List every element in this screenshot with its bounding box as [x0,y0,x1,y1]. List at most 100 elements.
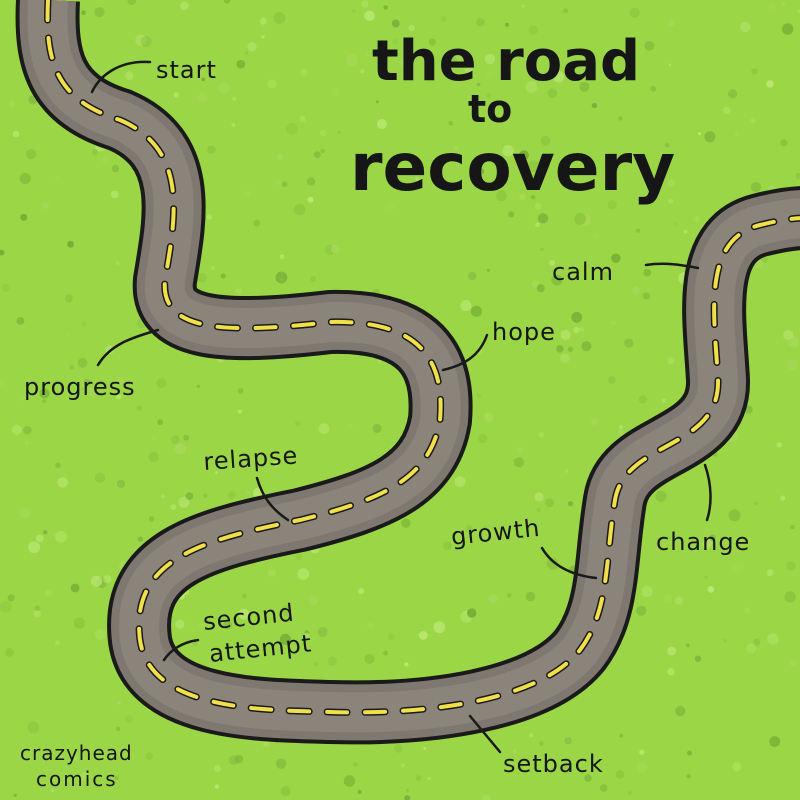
grass-speckle [464,63,473,73]
grass-speckle [484,412,494,422]
grass-speckle [320,148,325,154]
grass-speckle [470,305,482,317]
grass-speckle [507,593,512,598]
grass-speckle [513,457,525,468]
grass-speckle [27,721,40,734]
grass-speckle [196,384,201,389]
grass-speckle [404,795,411,800]
grass-speckle [639,749,645,755]
grass-speckle [740,21,751,33]
title-line-1: the road [372,29,640,94]
grass-speckle [285,122,298,135]
grass-speckle [0,380,6,387]
grass-speckle [267,79,277,89]
grass-speckle [496,190,507,202]
grass-speckle [375,100,379,104]
grass-speckle [125,71,134,81]
grass-speckle [540,247,544,252]
grass-speckle [584,774,592,782]
grass-speckle [600,271,610,281]
grass-speckle [505,22,509,27]
grass-speckle [615,770,625,779]
grass-speckle [525,58,529,61]
grass-speckle [632,286,640,294]
grass-speckle [667,668,675,676]
grass-speckle [428,38,436,46]
grass-speckle [364,653,375,664]
grass-speckle [313,151,321,159]
grass-speckle [306,177,316,186]
grass-speckle [19,172,31,185]
grass-speckle [215,471,219,475]
winding-road [15,0,800,745]
grass-speckle [116,479,126,488]
grass-speckle [94,7,105,18]
grass-speckle [73,617,86,629]
grass-speckle [383,650,388,656]
title-line-2: to [468,87,512,131]
grass-speckle [535,222,540,227]
grass-speckle [276,179,283,186]
grass-speckle [662,398,667,403]
grass-speckle [448,56,458,66]
grass-speckle [546,557,559,570]
grass-speckle [388,633,395,640]
grass-speckle [440,16,447,23]
grass-speckle [1,283,10,292]
grass-speckle [404,662,409,667]
label-hope: hope [492,318,556,346]
grass-speckle [227,491,236,500]
grass-speckle [751,68,758,75]
grass-speckle [476,18,485,27]
grass-speckle [214,765,221,772]
grass-speckle [617,429,624,436]
grass-speckle [70,583,80,593]
grass-speckle [732,762,742,772]
lane-dashes-fill [45,0,800,715]
grass-speckle [539,741,544,746]
title-line-3: recovery [350,129,675,206]
grass-speckle [0,601,12,613]
grass-speckle [8,101,15,107]
grass-speckle [116,726,121,731]
grass-speckle [261,34,265,39]
grass-speckle [171,435,180,445]
grass-speckle [783,329,794,341]
grass-speckle [318,423,330,434]
grass-speckle [619,733,624,738]
grass-speckle [685,643,690,648]
grass-speckle [279,633,291,646]
grass-speckle [20,213,28,221]
grass-speckle [525,81,538,93]
grass-speckle [365,51,372,58]
grass-speckle [19,507,31,519]
grass-speckle [203,493,208,498]
grass-speckle [135,34,147,46]
grass-speckle [704,131,716,143]
grass-speckle [723,106,731,115]
grass-speckle [364,10,375,22]
grass-speckle [295,420,301,427]
grass-speckle [667,179,676,187]
grass-speckle [528,25,538,35]
grass-speckle [746,643,757,654]
grass-speckle [693,216,700,223]
grass-speckle [5,648,14,657]
grass-speckle [579,81,590,92]
grass-speckle [259,17,267,25]
grass-speckle [675,706,686,717]
grass-speckle [115,394,122,400]
grass-speckle [728,509,741,522]
grass-speckle [641,586,653,598]
grass-speckle [405,788,410,792]
grass-speckle [727,89,738,99]
grass-speckle [67,240,74,248]
label-relapse: relapse [202,441,299,476]
grass-speckle [197,92,208,103]
grass-speckle [246,490,250,495]
grass-speckle [7,594,15,602]
grass-speckle [377,359,381,363]
grass-speckle [551,274,563,286]
